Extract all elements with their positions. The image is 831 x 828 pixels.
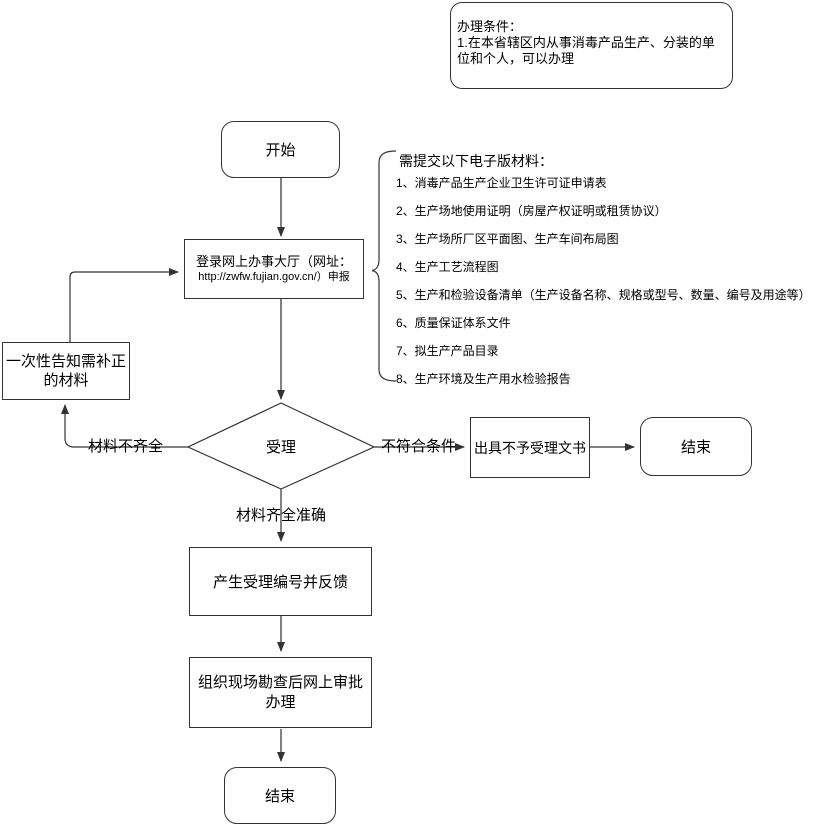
node-notify-label: 一次性告知需补正的材料 bbox=[5, 353, 126, 389]
decision-diamond-shape bbox=[186, 402, 376, 490]
materials-item: 7、拟生产产品目录 bbox=[396, 344, 499, 358]
node-login-line1: 登录网上办事大厅（网址： bbox=[195, 254, 352, 269]
node-site-review: 组织现场勘查后网上审批办理 bbox=[189, 657, 372, 728]
node-end-right: 结束 bbox=[640, 417, 752, 476]
edge-label-materials-complete: 材料齐全准确 bbox=[236, 507, 327, 524]
node-generate-number: 产生受理编号并反馈 bbox=[189, 547, 372, 616]
materials-list: 1、消毒产品生产企业卫生许可证申请表 2、生产场地使用证明（房屋产权证明或租赁协… bbox=[396, 169, 811, 393]
edge-label-materials-incomplete: 材料不齐全 bbox=[88, 438, 164, 455]
materials-header: 需提交以下电子版材料： bbox=[399, 153, 553, 169]
materials-brace bbox=[371, 150, 397, 382]
node-end-right-label: 结束 bbox=[680, 439, 711, 456]
edge-notify-to-login bbox=[69, 268, 179, 342]
materials-item: 4、生产工艺流程图 bbox=[396, 260, 499, 274]
edge-decision-to-notify bbox=[61, 404, 188, 448]
node-login-line2: http://zwfw.fujian.gov.cn/）申报 bbox=[198, 271, 350, 283]
materials-item: 6、质量保证体系文件 bbox=[396, 316, 511, 330]
node-site-review-label: 组织现场勘查后网上审批办理 bbox=[197, 673, 363, 711]
node-end-bottom-label: 结束 bbox=[264, 788, 295, 805]
node-login-portal: 登录网上办事大厅（网址： http://zwfw.fujian.gov.cn/）… bbox=[184, 239, 364, 299]
node-start: 开始 bbox=[221, 121, 340, 178]
materials-item: 2、生产场地使用证明（房屋产权证明或租赁协议） bbox=[396, 204, 667, 218]
materials-item: 1、消毒产品生产企业卫生许可证申请表 bbox=[396, 176, 607, 190]
node-reject-document: 出具不予受理文书 bbox=[470, 417, 590, 478]
node-reject-label: 出具不予受理文书 bbox=[474, 439, 586, 456]
condition-note-body: 1.在本省辖区内从事消毒产品生产、分装的单位和个人，可以办理 bbox=[457, 35, 715, 66]
node-start-label: 开始 bbox=[265, 142, 296, 159]
node-generate-number-label: 产生受理编号并反馈 bbox=[212, 574, 348, 591]
materials-item: 5、生产和检验设备清单（生产设备名称、规格或型号、数量、编号及用途等） bbox=[396, 288, 811, 302]
node-end-bottom: 结束 bbox=[224, 767, 336, 824]
node-notify-supplement: 一次性告知需补正的材料 bbox=[2, 342, 130, 400]
condition-note: 办理条件： 1.在本省辖区内从事消毒产品生产、分装的单位和个人，可以办理 bbox=[450, 2, 733, 89]
materials-item: 8、生产环境及生产用水检验报告 bbox=[396, 372, 571, 386]
materials-item: 3、生产场所厂区平面图、生产车间布局图 bbox=[396, 232, 619, 246]
edge-label-not-meet-conditions: 不符合条件 bbox=[381, 438, 457, 455]
condition-note-title: 办理条件： bbox=[457, 19, 523, 34]
